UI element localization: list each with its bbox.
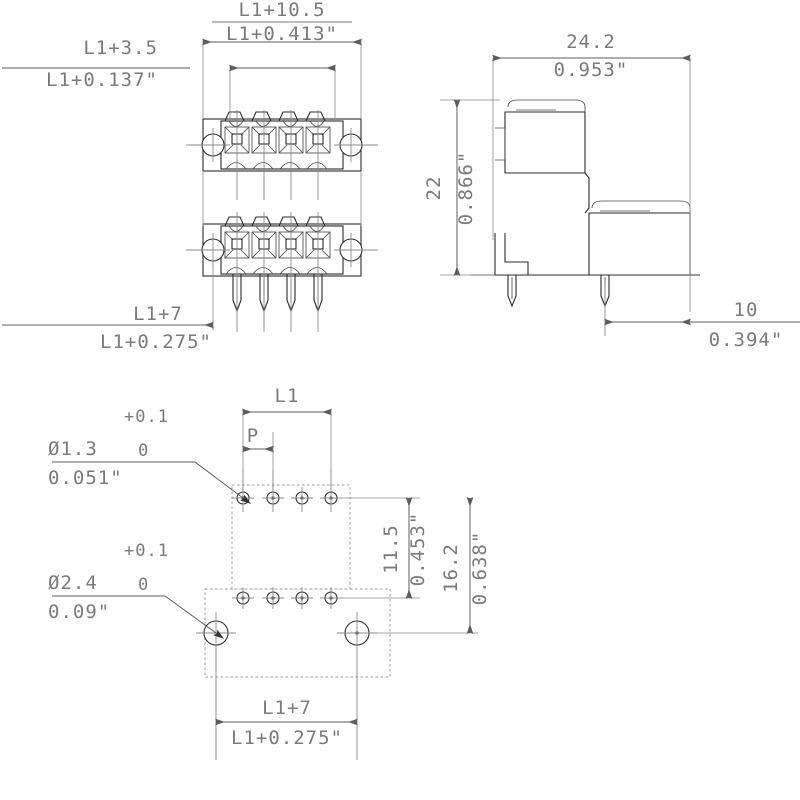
view-front-elevation-lower xyxy=(186,212,378,332)
top-notch-1 xyxy=(228,120,244,127)
bottom-arc-1-lower xyxy=(225,267,247,275)
side-step-transition xyxy=(584,172,590,214)
dim-side-height-mm: 22 xyxy=(423,176,445,201)
callout-hole-large: Ø2.4 +0.1 0 0.09" xyxy=(48,541,225,639)
dim-pin-span-mm: L1+7 xyxy=(133,303,183,325)
top-profile-lower xyxy=(221,216,343,227)
dimension-overall-width: L1+10.5 L1+0.413" xyxy=(202,0,362,119)
mounting-hole-left-upper xyxy=(196,128,230,162)
pcb-hole-large-right xyxy=(337,612,377,760)
dim-hole-large-in: 0.09" xyxy=(48,601,110,623)
side-upper-notch xyxy=(495,127,506,161)
dim-pcb-span-in: L1+0.275" xyxy=(231,727,343,749)
dim-hole-large-tol-upper: +0.1 xyxy=(124,541,169,561)
dim-pin-offset-mm: 10 xyxy=(734,299,759,321)
pcb-hole-small xyxy=(262,587,284,609)
dim-pin-offset-in: 0.394" xyxy=(709,329,784,351)
dim-hole-small-in: 0.051" xyxy=(48,467,123,489)
top-notch-4-lower xyxy=(309,225,325,232)
callout-hole-small: Ø1.3 +0.1 0 0.051" xyxy=(48,407,251,504)
pcb-hole-small xyxy=(232,587,254,609)
bottom-arc-3-lower xyxy=(279,267,301,275)
solder-pins-lower xyxy=(232,274,323,313)
bottom-arc-2-lower xyxy=(252,267,274,275)
view-pcb-drilling-plan xyxy=(196,470,391,760)
top-notch-3-lower xyxy=(282,225,298,232)
dimension-pcb-span: L1+7 L1+0.275" xyxy=(215,697,358,749)
side-lower-block xyxy=(588,212,691,276)
dim-hole-small-tol-upper: +0.1 xyxy=(124,407,169,427)
dim-hole-small-tol-lower: 0 xyxy=(138,441,149,461)
dim-pcb-total-height-mm: 16.2 xyxy=(440,543,462,593)
dim-side-depth-mm: 24.2 xyxy=(566,31,616,53)
dim-overall-width-mm: L1+10.5 xyxy=(238,0,325,21)
pcb-hole-row-lower xyxy=(232,587,342,609)
side-lower-cap xyxy=(591,200,691,213)
top-notch-2-lower xyxy=(255,225,271,232)
dim-inner-width-mm: L1+3.5 xyxy=(83,37,158,59)
dimension-side-height: 22 0.866" xyxy=(423,99,500,276)
dim-hole-large-tol-lower: 0 xyxy=(138,575,149,595)
pcb-hole-small xyxy=(320,587,342,609)
view-side-elevation xyxy=(470,99,700,336)
bottom-arc-2-upper xyxy=(252,162,274,170)
mounting-hole-right-lower xyxy=(334,233,368,267)
bottom-arc-1-upper xyxy=(225,162,247,170)
dim-side-depth-in: 0.953" xyxy=(554,59,629,81)
bottom-arc-3-upper xyxy=(279,162,301,170)
view-front-elevation-upper xyxy=(186,110,378,200)
leader-hole-large xyxy=(52,595,225,639)
top-notch-1-lower xyxy=(228,225,244,232)
dimension-pcb-row-gap: 11.5 0.453" xyxy=(338,497,429,599)
top-profile-upper xyxy=(221,111,343,122)
dimension-pin-offset: 10 0.394" xyxy=(604,299,800,351)
dim-hole-large-dia: Ø2.4 xyxy=(48,572,98,594)
dim-side-height-in: 0.866" xyxy=(455,151,477,226)
bottom-arc-4-upper xyxy=(306,162,328,170)
dimension-pcb-total-height: 16.2 0.638" xyxy=(370,497,491,634)
dim-pcb-row-gap-mm: 11.5 xyxy=(380,524,402,574)
top-notch-4 xyxy=(309,120,325,127)
top-notch-3 xyxy=(282,120,298,127)
leader-hole-small xyxy=(52,461,251,504)
bottom-arc-4-lower xyxy=(306,267,328,275)
side-body-shelf xyxy=(494,233,529,276)
dim-pcb-span-mm: L1+7 xyxy=(262,697,312,719)
dim-hole-small-dia: Ø1.3 xyxy=(48,438,98,460)
dim-pcb-row-gap-in: 0.453" xyxy=(407,512,429,587)
dim-pin-span-in: L1+0.275" xyxy=(100,331,212,353)
dimension-side-depth: 24.2 0.953" xyxy=(492,31,691,312)
side-top-cap xyxy=(507,99,586,112)
mounting-hole-right-upper xyxy=(334,128,368,162)
dim-pcb-total-height-in: 0.638" xyxy=(469,531,491,606)
side-upper-block xyxy=(504,111,586,174)
side-pin-rear xyxy=(507,275,517,308)
dim-pcb-pitch: P xyxy=(247,425,259,447)
pcb-hole-large-left xyxy=(196,612,236,760)
dimension-pin-span: L1+7 L1+0.275" xyxy=(2,261,214,353)
top-notch-2 xyxy=(255,120,271,127)
dimension-pcb-pitch: P xyxy=(242,425,274,492)
dim-overall-width-in: L1+0.413" xyxy=(226,23,338,45)
dim-inner-width-in: L1+0.137" xyxy=(46,69,158,91)
pcb-hole-small xyxy=(291,587,313,609)
pcb-hole-small xyxy=(291,487,313,512)
dimension-inner-width: L1+3.5 L1+0.137" xyxy=(2,37,336,121)
dim-pcb-l1: L1 xyxy=(275,385,300,407)
pcb-hole-row-upper xyxy=(232,470,342,512)
